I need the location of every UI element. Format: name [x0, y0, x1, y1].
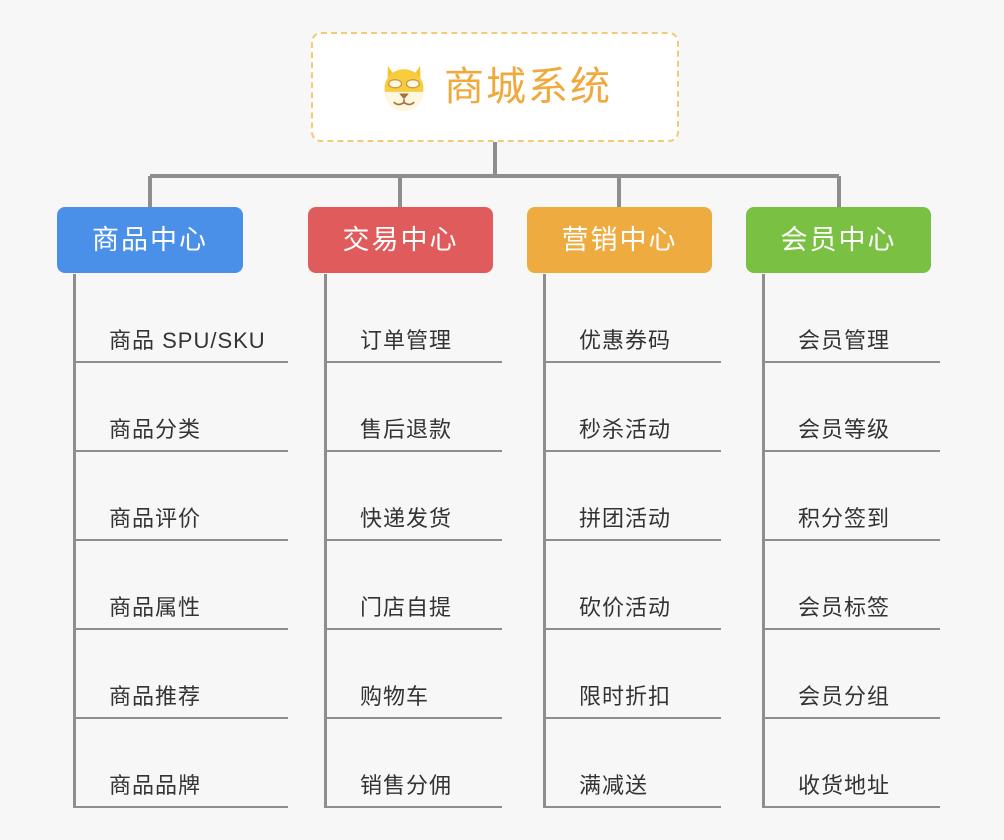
category-label: 营销中心 [561, 224, 678, 255]
leaf-item-label: 收货地址 [798, 773, 891, 798]
root-node[interactable]: 商城系统 [311, 32, 679, 142]
leaf-item-label: 拼团活动 [579, 506, 672, 531]
leaf-item[interactable]: 满减送 [543, 719, 721, 808]
leaf-item[interactable]: 会员标签 [762, 541, 940, 630]
leaf-item[interactable]: 拼团活动 [543, 452, 721, 541]
leaf-item-label: 会员分组 [798, 684, 891, 709]
leaf-item[interactable]: 商品品牌 [73, 719, 288, 808]
category-box-4[interactable]: 会员中心 [746, 207, 931, 273]
leaf-item[interactable]: 快递发货 [324, 452, 502, 541]
leaf-item[interactable]: 售后退款 [324, 363, 502, 452]
leaf-item[interactable]: 销售分佣 [324, 719, 502, 808]
leaf-spine [324, 274, 327, 808]
leaf-item[interactable]: 门店自提 [324, 541, 502, 630]
leaf-spine [73, 274, 76, 808]
leaf-spine [543, 274, 546, 808]
leaf-item[interactable]: 商品属性 [73, 541, 288, 630]
leaf-item-label: 优惠券码 [579, 328, 672, 353]
leaf-item-label: 秒杀活动 [579, 417, 672, 442]
leaf-item[interactable]: 优惠券码 [543, 274, 721, 363]
leaf-item-label: 快递发货 [360, 506, 453, 531]
root-title: 商城系统 [444, 65, 612, 109]
leaf-item[interactable]: 会员管理 [762, 274, 940, 363]
leaf-item-label: 商品评价 [109, 506, 202, 531]
leaf-item-label: 会员等级 [798, 417, 891, 442]
leaf-item-label: 购物车 [360, 684, 430, 709]
leaf-item[interactable]: 订单管理 [324, 274, 502, 363]
category-box-1[interactable]: 商品中心 [57, 207, 243, 273]
leaf-item-label: 会员管理 [798, 328, 891, 353]
leaf-item[interactable]: 收货地址 [762, 719, 940, 808]
leaf-item-label: 售后退款 [360, 417, 453, 442]
leaf-item-label: 销售分佣 [360, 773, 453, 798]
leaf-item-label: 商品推荐 [109, 684, 202, 709]
leaf-item-label: 砍价活动 [579, 595, 672, 620]
leaf-item-label: 满减送 [579, 773, 649, 798]
leaf-item[interactable]: 会员分组 [762, 630, 940, 719]
leaf-item[interactable]: 商品评价 [73, 452, 288, 541]
leaf-item[interactable]: 积分签到 [762, 452, 940, 541]
category-box-3[interactable]: 营销中心 [527, 207, 712, 273]
leaf-item[interactable]: 秒杀活动 [543, 363, 721, 452]
leaf-spine [762, 274, 765, 808]
leaf-item-label: 订单管理 [360, 328, 453, 353]
leaf-item[interactable]: 购物车 [324, 630, 502, 719]
shiba-dog-face-icon [384, 65, 424, 112]
leaf-item[interactable]: 商品推荐 [73, 630, 288, 719]
leaf-item-label: 积分签到 [798, 506, 891, 531]
category-label: 会员中心 [780, 224, 897, 255]
leaf-item-label: 门店自提 [360, 595, 453, 620]
leaf-item[interactable]: 商品 SPU/SKU [73, 274, 288, 363]
leaf-item-label: 限时折扣 [579, 684, 672, 709]
leaf-item-label: 商品品牌 [109, 773, 202, 798]
leaf-item[interactable]: 砍价活动 [543, 541, 721, 630]
category-label: 商品中心 [92, 224, 208, 255]
leaf-item-label: 商品 SPU/SKU [109, 328, 266, 353]
leaf-item-label: 商品属性 [109, 595, 202, 620]
category-box-2[interactable]: 交易中心 [308, 207, 493, 273]
leaf-item[interactable]: 商品分类 [73, 363, 288, 452]
leaf-item[interactable]: 限时折扣 [543, 630, 721, 719]
leaf-item-label: 会员标签 [798, 595, 891, 620]
leaf-item[interactable]: 会员等级 [762, 363, 940, 452]
leaf-item-label: 商品分类 [109, 417, 202, 442]
category-label: 交易中心 [342, 224, 459, 255]
